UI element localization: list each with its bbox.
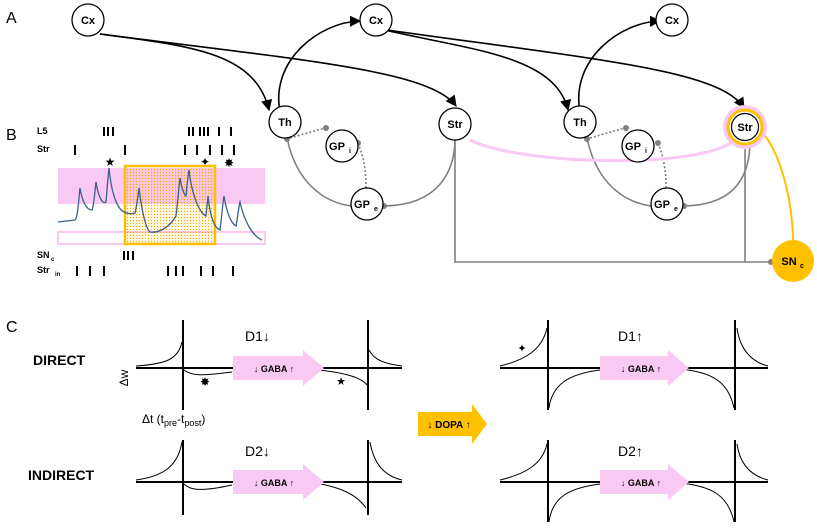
node-label: Str <box>737 122 753 134</box>
cross-star-marker: ✦ <box>517 343 526 355</box>
node-label: GP <box>654 199 670 211</box>
node-sub: i <box>349 148 351 155</box>
node-th-right: Th <box>563 105 597 139</box>
node-gpe-left: GP e <box>350 187 384 221</box>
panel-label-b: B <box>6 127 17 144</box>
dopa-arrow: ↓ DOPA ↑ <box>418 404 487 444</box>
node-th-left: Th <box>268 105 302 139</box>
node-str-right-highlighted: Str <box>723 105 767 149</box>
node-label: Cx <box>81 15 96 27</box>
dopa-label: ↓ DOPA ↑ <box>427 420 470 431</box>
node-label: Th <box>278 117 292 129</box>
node-label: Cx <box>665 15 680 27</box>
gaba-label: ↓ GABA ↑ <box>254 364 294 374</box>
trace-label-snc: SN <box>37 250 50 260</box>
label-d1-down: D1↓ <box>245 328 270 344</box>
node-label: GP <box>329 141 345 153</box>
panel-label-c: C <box>6 319 18 336</box>
node-label: GP <box>625 141 641 153</box>
node-sub: c <box>800 263 804 270</box>
node-label: Str <box>447 119 463 131</box>
gaba-arrow-indirect-left: ↓ GABA ↑ <box>233 464 324 500</box>
splat-marker: ✸ <box>200 375 210 389</box>
basal-ganglia-loop-right <box>586 127 751 207</box>
label-d1-up: D1↑ <box>618 328 643 344</box>
node-cx-right: Cx <box>655 3 689 37</box>
gaba-arrow-direct-left: ↓ GABA ↑ <box>233 350 324 386</box>
node-snc: SN c <box>772 240 814 282</box>
membrane-trace <box>57 167 263 241</box>
spike-raster-strin <box>76 266 234 276</box>
node-label: GP <box>354 199 370 211</box>
delta-t-label: Δt (tpre-tpost) <box>142 412 205 428</box>
splat-marker: ✸ <box>224 156 234 170</box>
spike-raster-l5 <box>103 127 232 136</box>
trace-label-l5: L5 <box>37 126 48 136</box>
stdp-window <box>123 164 217 246</box>
node-gpi-left: GP i <box>325 129 359 163</box>
gaba-arrow-indirect-right: ↓ GABA ↑ <box>600 464 689 500</box>
node-str-left: Str <box>438 107 472 141</box>
trace-label-strin-sub: in <box>55 272 61 278</box>
label-d2-down: D2↓ <box>245 443 270 459</box>
star-marker: ★ <box>105 155 116 169</box>
panel-label-a: A <box>6 10 17 27</box>
spike-raster-snc <box>123 251 134 260</box>
node-label: Th <box>573 117 587 129</box>
snc-wiring <box>454 140 770 263</box>
row-label-direct: DIRECT <box>33 352 86 368</box>
node-sub: e <box>674 206 678 213</box>
spike-raster-str <box>74 145 235 155</box>
circuit-wiring-left <box>99 15 457 113</box>
node-cx-middle: Cx <box>359 3 393 37</box>
node-gpe-right: GP e <box>650 187 684 221</box>
star-marker: ★ <box>336 376 346 388</box>
trace-label-snc-sub: c <box>51 257 55 263</box>
gaba-label: ↓ GABA ↑ <box>621 364 661 374</box>
node-sub: e <box>374 206 378 213</box>
gaba-label: ↓ GABA ↑ <box>621 478 661 488</box>
row-label-indirect: INDIRECT <box>28 467 95 483</box>
node-label: Cx <box>369 15 384 27</box>
label-d2-up: D2↑ <box>618 443 643 459</box>
gaba-label: ↓ GABA ↑ <box>254 478 294 488</box>
node-cx-left: Cx <box>71 3 105 37</box>
node-gpi-right: GP i <box>621 129 655 163</box>
snc-to-str-gold-link <box>759 129 794 245</box>
node-sub: i <box>645 148 647 155</box>
node-label: SN <box>781 256 796 268</box>
stdp-window-fill <box>125 166 215 244</box>
trace-label-strin: Str <box>37 265 50 275</box>
gaba-arrow-direct-right: ↓ GABA ↑ <box>600 350 689 386</box>
delta-w-label: Δw <box>117 369 131 386</box>
circuit-wiring-right <box>379 15 745 113</box>
str-to-str-pink-link <box>469 138 736 163</box>
trace-label-str: Str <box>37 144 50 154</box>
cross-star-marker: ✦ <box>200 155 210 169</box>
